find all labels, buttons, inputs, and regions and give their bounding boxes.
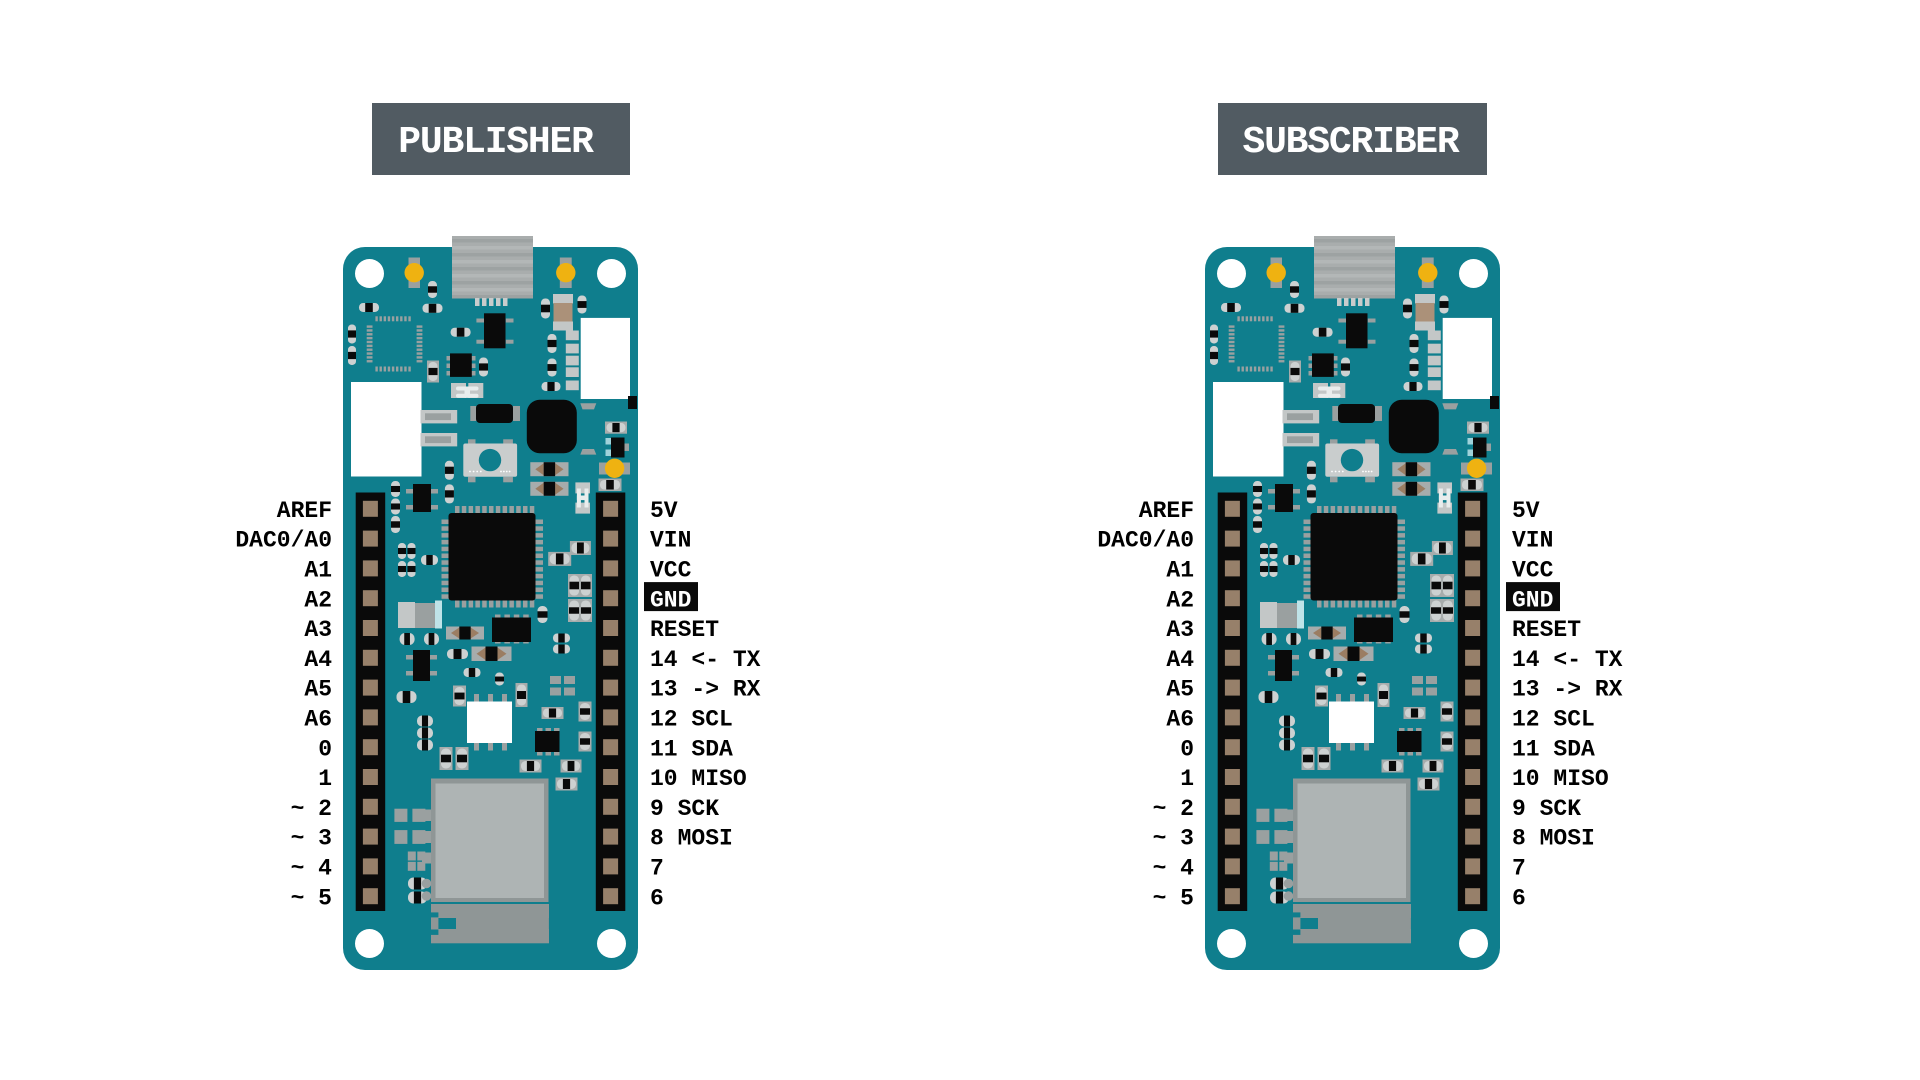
svg-text:VCC: VCC bbox=[1512, 558, 1554, 584]
svg-text:A6: A6 bbox=[1166, 707, 1194, 733]
svg-text:5V: 5V bbox=[1512, 498, 1540, 524]
svg-text:0: 0 bbox=[1180, 736, 1194, 762]
svg-text:14 <- TX: 14 <- TX bbox=[650, 647, 761, 673]
svg-text:1: 1 bbox=[318, 766, 332, 792]
svg-text:A3: A3 bbox=[1166, 617, 1194, 643]
svg-text:6: 6 bbox=[650, 885, 664, 911]
svg-text:GND: GND bbox=[650, 587, 691, 613]
svg-text:~ 2: ~ 2 bbox=[291, 796, 332, 822]
svg-text:PUBLISHER: PUBLISHER bbox=[398, 121, 594, 164]
svg-text:A2: A2 bbox=[304, 587, 332, 613]
svg-text:~ 4: ~ 4 bbox=[291, 856, 333, 882]
svg-text:~ 3: ~ 3 bbox=[1153, 826, 1194, 852]
svg-text:A6: A6 bbox=[304, 707, 332, 733]
svg-text:A4: A4 bbox=[304, 647, 332, 673]
svg-text:12 SCL: 12 SCL bbox=[650, 707, 733, 733]
svg-text:8 MOSI: 8 MOSI bbox=[650, 826, 733, 852]
svg-text:7: 7 bbox=[650, 856, 664, 882]
svg-text:A5: A5 bbox=[304, 677, 332, 703]
svg-text:~ 4: ~ 4 bbox=[1153, 856, 1195, 882]
svg-text:11 SDA: 11 SDA bbox=[1512, 736, 1595, 762]
svg-text:7: 7 bbox=[1512, 856, 1526, 882]
svg-text:9 SCK: 9 SCK bbox=[1512, 796, 1581, 822]
svg-text:10 MISO: 10 MISO bbox=[1512, 766, 1609, 792]
svg-text:10 MISO: 10 MISO bbox=[650, 766, 747, 792]
svg-text:VIN: VIN bbox=[650, 528, 691, 554]
svg-text:AREF: AREF bbox=[1139, 498, 1194, 524]
svg-text:5V: 5V bbox=[650, 498, 678, 524]
svg-text:A4: A4 bbox=[1166, 647, 1194, 673]
svg-text:RESET: RESET bbox=[650, 617, 719, 643]
svg-text:1: 1 bbox=[1180, 766, 1194, 792]
svg-text:VIN: VIN bbox=[1512, 528, 1553, 554]
svg-text:8 MOSI: 8 MOSI bbox=[1512, 826, 1595, 852]
svg-text:~ 5: ~ 5 bbox=[1153, 885, 1194, 911]
svg-text:14 <- TX: 14 <- TX bbox=[1512, 647, 1623, 673]
svg-text:~ 5: ~ 5 bbox=[291, 885, 332, 911]
svg-text:6: 6 bbox=[1512, 885, 1526, 911]
svg-text:12 SCL: 12 SCL bbox=[1512, 707, 1595, 733]
svg-text:VCC: VCC bbox=[650, 558, 692, 584]
svg-text:9 SCK: 9 SCK bbox=[650, 796, 719, 822]
svg-text:A5: A5 bbox=[1166, 677, 1194, 703]
svg-text:AREF: AREF bbox=[277, 498, 332, 524]
svg-text:DAC0/A0: DAC0/A0 bbox=[1097, 528, 1194, 554]
svg-text:DAC0/A0: DAC0/A0 bbox=[235, 528, 332, 554]
svg-text:A2: A2 bbox=[1166, 587, 1194, 613]
svg-text:RESET: RESET bbox=[1512, 617, 1581, 643]
svg-text:0: 0 bbox=[318, 736, 332, 762]
svg-text:A1: A1 bbox=[304, 558, 332, 584]
svg-text:11 SDA: 11 SDA bbox=[650, 736, 733, 762]
svg-text:GND: GND bbox=[1512, 587, 1553, 613]
svg-text:13 -> RX: 13 -> RX bbox=[650, 677, 761, 703]
svg-text:A1: A1 bbox=[1166, 558, 1194, 584]
svg-text:SUBSCRIBER: SUBSCRIBER bbox=[1242, 121, 1459, 164]
svg-text:~ 3: ~ 3 bbox=[291, 826, 332, 852]
svg-text:~ 2: ~ 2 bbox=[1153, 796, 1194, 822]
svg-text:13 -> RX: 13 -> RX bbox=[1512, 677, 1623, 703]
svg-text:A3: A3 bbox=[304, 617, 332, 643]
